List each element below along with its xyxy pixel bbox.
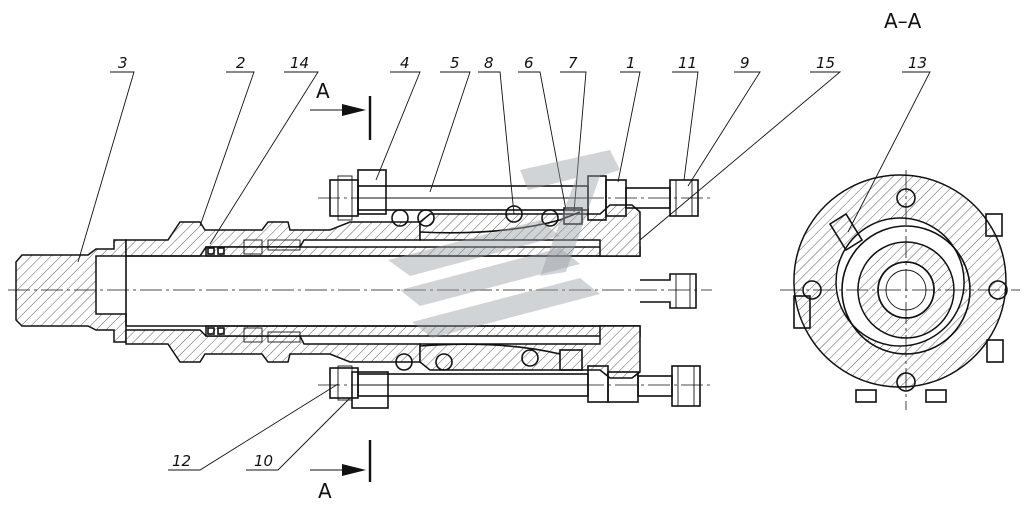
callout-15: 15: [816, 54, 835, 72]
callout-7: 7: [568, 54, 578, 72]
section-marker-bottom: А: [310, 440, 372, 503]
callout-12: 12: [172, 452, 191, 470]
section-aa-view: [780, 170, 1020, 410]
callout-1: 1: [626, 54, 636, 72]
callout-13: 13: [908, 54, 927, 72]
end-fitting: [640, 273, 697, 309]
section-mark-bottom-label: А: [318, 479, 332, 503]
flange-disc: [793, 174, 1007, 388]
callout-9: 9: [740, 54, 750, 72]
leader-lines: [77, 71, 931, 471]
callout-8: 8: [484, 54, 494, 72]
callout-6: 6: [524, 54, 534, 72]
callout-3: 3: [118, 54, 128, 72]
seal-rings: [207, 239, 301, 343]
callout-5: 5: [450, 54, 460, 72]
callout-14: 14: [290, 54, 309, 72]
callout-2: 2: [236, 54, 246, 72]
callout-4: 4: [400, 54, 410, 72]
watermark-logo: [388, 150, 620, 338]
callout-labels: 3 2 14 4 5 8 6 7 1 11 9 15 13 12 10: [118, 54, 927, 470]
section-marker-top: А: [310, 79, 372, 140]
nipple-part: [15, 239, 127, 343]
flange-lower: [419, 325, 641, 379]
section-mark-top-label: А: [316, 79, 330, 103]
callout-10: 10: [254, 452, 273, 470]
callout-11: 11: [678, 54, 697, 72]
main-section-view: [8, 169, 712, 409]
bore-outline: [125, 255, 640, 327]
section-aa-title: А–А: [884, 9, 922, 33]
